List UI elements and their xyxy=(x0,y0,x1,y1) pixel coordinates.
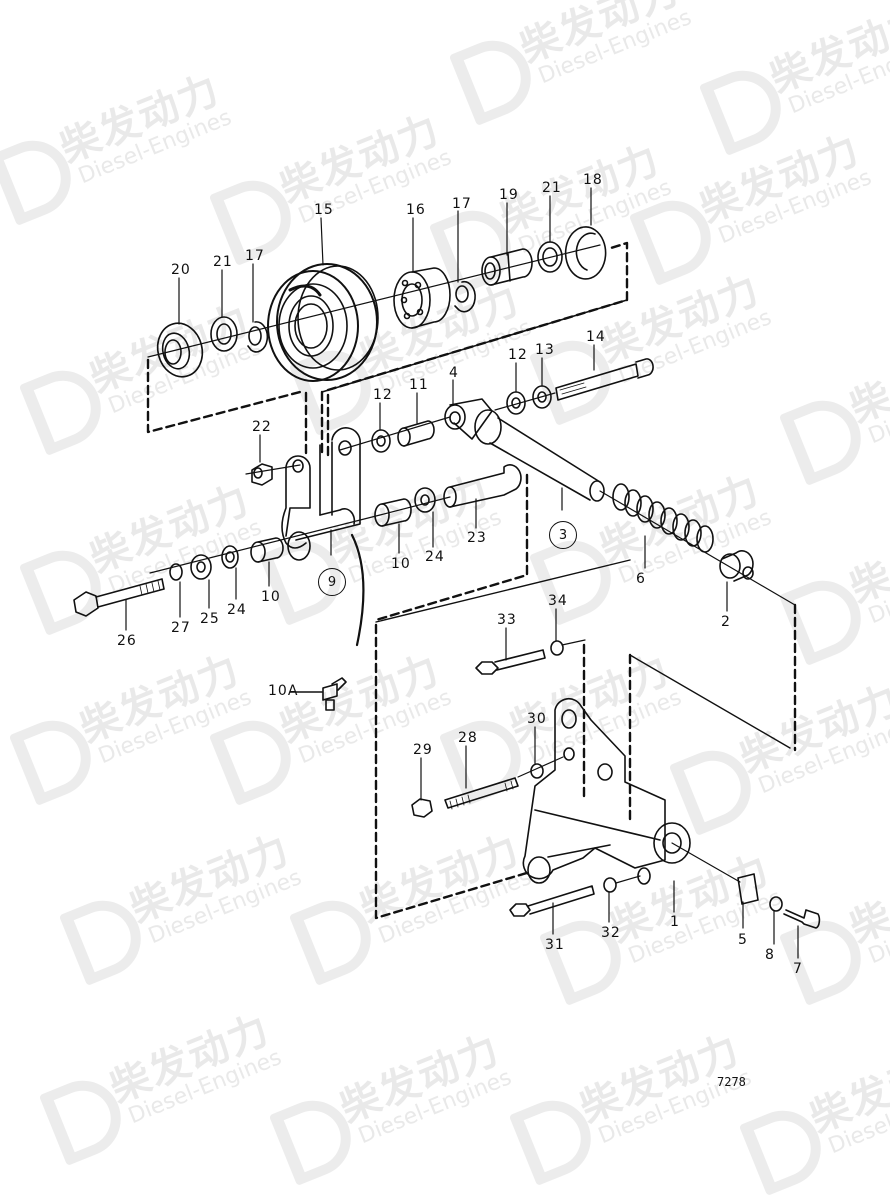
part-label-34: 34 xyxy=(548,593,568,609)
part-label-8: 8 xyxy=(765,947,775,963)
part-22-nut xyxy=(251,463,273,486)
diagram-reference-number: 7278 xyxy=(717,1075,746,1089)
part-16-bearing xyxy=(393,267,451,329)
part-label-26: 26 xyxy=(117,633,137,649)
part-18-snap-ring xyxy=(564,226,607,280)
part-label-32: 32 xyxy=(601,925,621,941)
part-label-14: 14 xyxy=(586,329,606,345)
part-label-12a: 12 xyxy=(508,347,528,363)
circled-part-label-3: 3 xyxy=(549,521,577,549)
part-15-pulley xyxy=(267,263,379,382)
part-label-24a: 24 xyxy=(425,549,445,565)
part-25-washer xyxy=(190,554,212,580)
part-10A-grease-nipple xyxy=(289,677,347,711)
part-label-18: 18 xyxy=(583,172,603,188)
part-label-1: 1 xyxy=(670,914,680,930)
part-29-nut xyxy=(411,798,433,818)
part-3-arm xyxy=(444,398,605,502)
part-label-10a: 10 xyxy=(391,556,411,572)
part-label-10b: 10 xyxy=(261,589,281,605)
part-5-plate xyxy=(737,873,759,905)
part-10-bushing-left xyxy=(250,537,284,563)
grease-line xyxy=(350,533,365,647)
part-32-washer xyxy=(603,877,617,893)
part-10-bushing xyxy=(374,498,412,527)
part-label-12b: 12 xyxy=(373,387,393,403)
part-label-17a: 17 xyxy=(452,196,472,212)
part-label-25: 25 xyxy=(200,611,220,627)
part-label-29: 29 xyxy=(413,742,433,758)
part-label-10A: 10A xyxy=(268,683,299,699)
part-12-washer-right xyxy=(506,391,526,415)
part-23-pin xyxy=(443,464,522,508)
part-label-7: 7 xyxy=(793,961,803,977)
part-label-24b: 24 xyxy=(227,602,247,618)
part-label-21a: 21 xyxy=(542,180,562,196)
part-1-bracket xyxy=(522,697,691,885)
part-label-31: 31 xyxy=(545,937,565,953)
part-label-6: 6 xyxy=(636,571,646,587)
pulley-group-frame xyxy=(146,241,629,457)
part-24-washer-left xyxy=(221,545,239,569)
part-label-27: 27 xyxy=(171,620,191,636)
part-label-5: 5 xyxy=(738,932,748,948)
part-label-13: 13 xyxy=(535,342,555,358)
part-label-17b: 17 xyxy=(245,248,265,264)
part-33-bolt xyxy=(475,649,546,675)
part-2-cap xyxy=(719,550,754,582)
part-6-spring xyxy=(612,483,714,553)
part-label-11: 11 xyxy=(409,377,429,393)
part-20-seal xyxy=(156,322,204,378)
part-label-30: 30 xyxy=(527,711,547,727)
lower-frame-left xyxy=(374,623,532,920)
part-28-stud xyxy=(444,777,519,810)
part-31-bolt xyxy=(509,885,595,917)
part-label-19: 19 xyxy=(499,187,519,203)
part-label-21b: 21 xyxy=(213,254,233,270)
part-label-33: 33 xyxy=(497,612,517,628)
part-7-bolt xyxy=(783,909,821,929)
part-label-20: 20 xyxy=(171,262,191,278)
part-label-16: 16 xyxy=(406,202,426,218)
part-27-washer xyxy=(169,563,183,581)
part-8-washer xyxy=(769,896,783,912)
part-label-4: 4 xyxy=(449,365,459,381)
part-12-washer-left xyxy=(371,429,391,453)
part-label-15: 15 xyxy=(314,202,334,218)
part-11-sleeve xyxy=(397,420,435,447)
part-label-28: 28 xyxy=(458,730,478,746)
circled-part-label-9: 9 xyxy=(318,568,346,596)
part-label-23: 23 xyxy=(467,530,487,546)
part-label-22: 22 xyxy=(252,419,272,435)
part-14-bolt xyxy=(555,358,654,401)
part-34-washer xyxy=(550,640,564,656)
part-21-washer-left xyxy=(210,316,238,352)
part-17-circlip-right xyxy=(454,280,476,313)
part-17-circlip-left xyxy=(247,321,269,353)
mid-frame xyxy=(374,473,529,622)
part-19-bushing xyxy=(481,248,533,286)
part-9-lever xyxy=(281,427,361,561)
part-label-2: 2 xyxy=(721,614,731,630)
part-26-bolt xyxy=(73,578,165,617)
part-24-washer xyxy=(414,487,436,513)
